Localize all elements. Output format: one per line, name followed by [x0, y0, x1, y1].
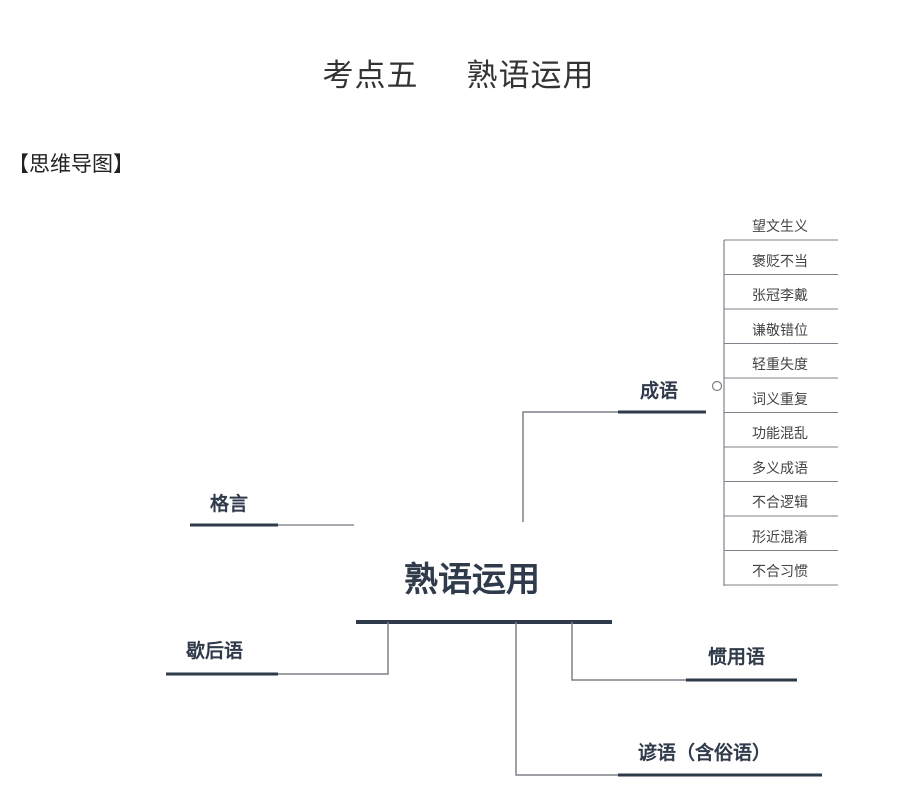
branch-chengyu: 成语 — [640, 380, 679, 402]
chengyu-item: 褒贬不当 — [752, 253, 808, 270]
chengyu-item: 谦敬错位 — [752, 322, 808, 339]
branch-geyan: 格言 — [210, 493, 249, 515]
page-title: 考点五 熟语运用 — [0, 50, 917, 95]
chengyu-item: 不合习惯 — [752, 564, 808, 580]
title-part-1: 考点五 — [322, 58, 419, 94]
mindmap-center-node: 熟语运用 — [404, 560, 540, 600]
branch-xiehouyu: 歇后语 — [186, 640, 244, 662]
chengyu-item: 功能混乱 — [752, 426, 808, 442]
chengyu-item: 张冠李戴 — [752, 288, 808, 304]
chengyu-item: 多义成语 — [752, 460, 808, 477]
branch-yanyu: 谚语（含俗语） — [638, 742, 772, 764]
branch-guanyongyu: 惯用语 — [708, 646, 766, 668]
chengyu-item: 望文生义 — [752, 219, 808, 235]
title-part-2: 熟语运用 — [466, 58, 595, 94]
chengyu-item: 词义重复 — [752, 391, 808, 408]
chengyu-item: 轻重失度 — [752, 357, 808, 373]
chengyu-item: 不合逻辑 — [752, 495, 808, 511]
section-label: 【思维导图】 — [8, 152, 134, 176]
chengyu-item: 形近混淆 — [752, 529, 808, 546]
